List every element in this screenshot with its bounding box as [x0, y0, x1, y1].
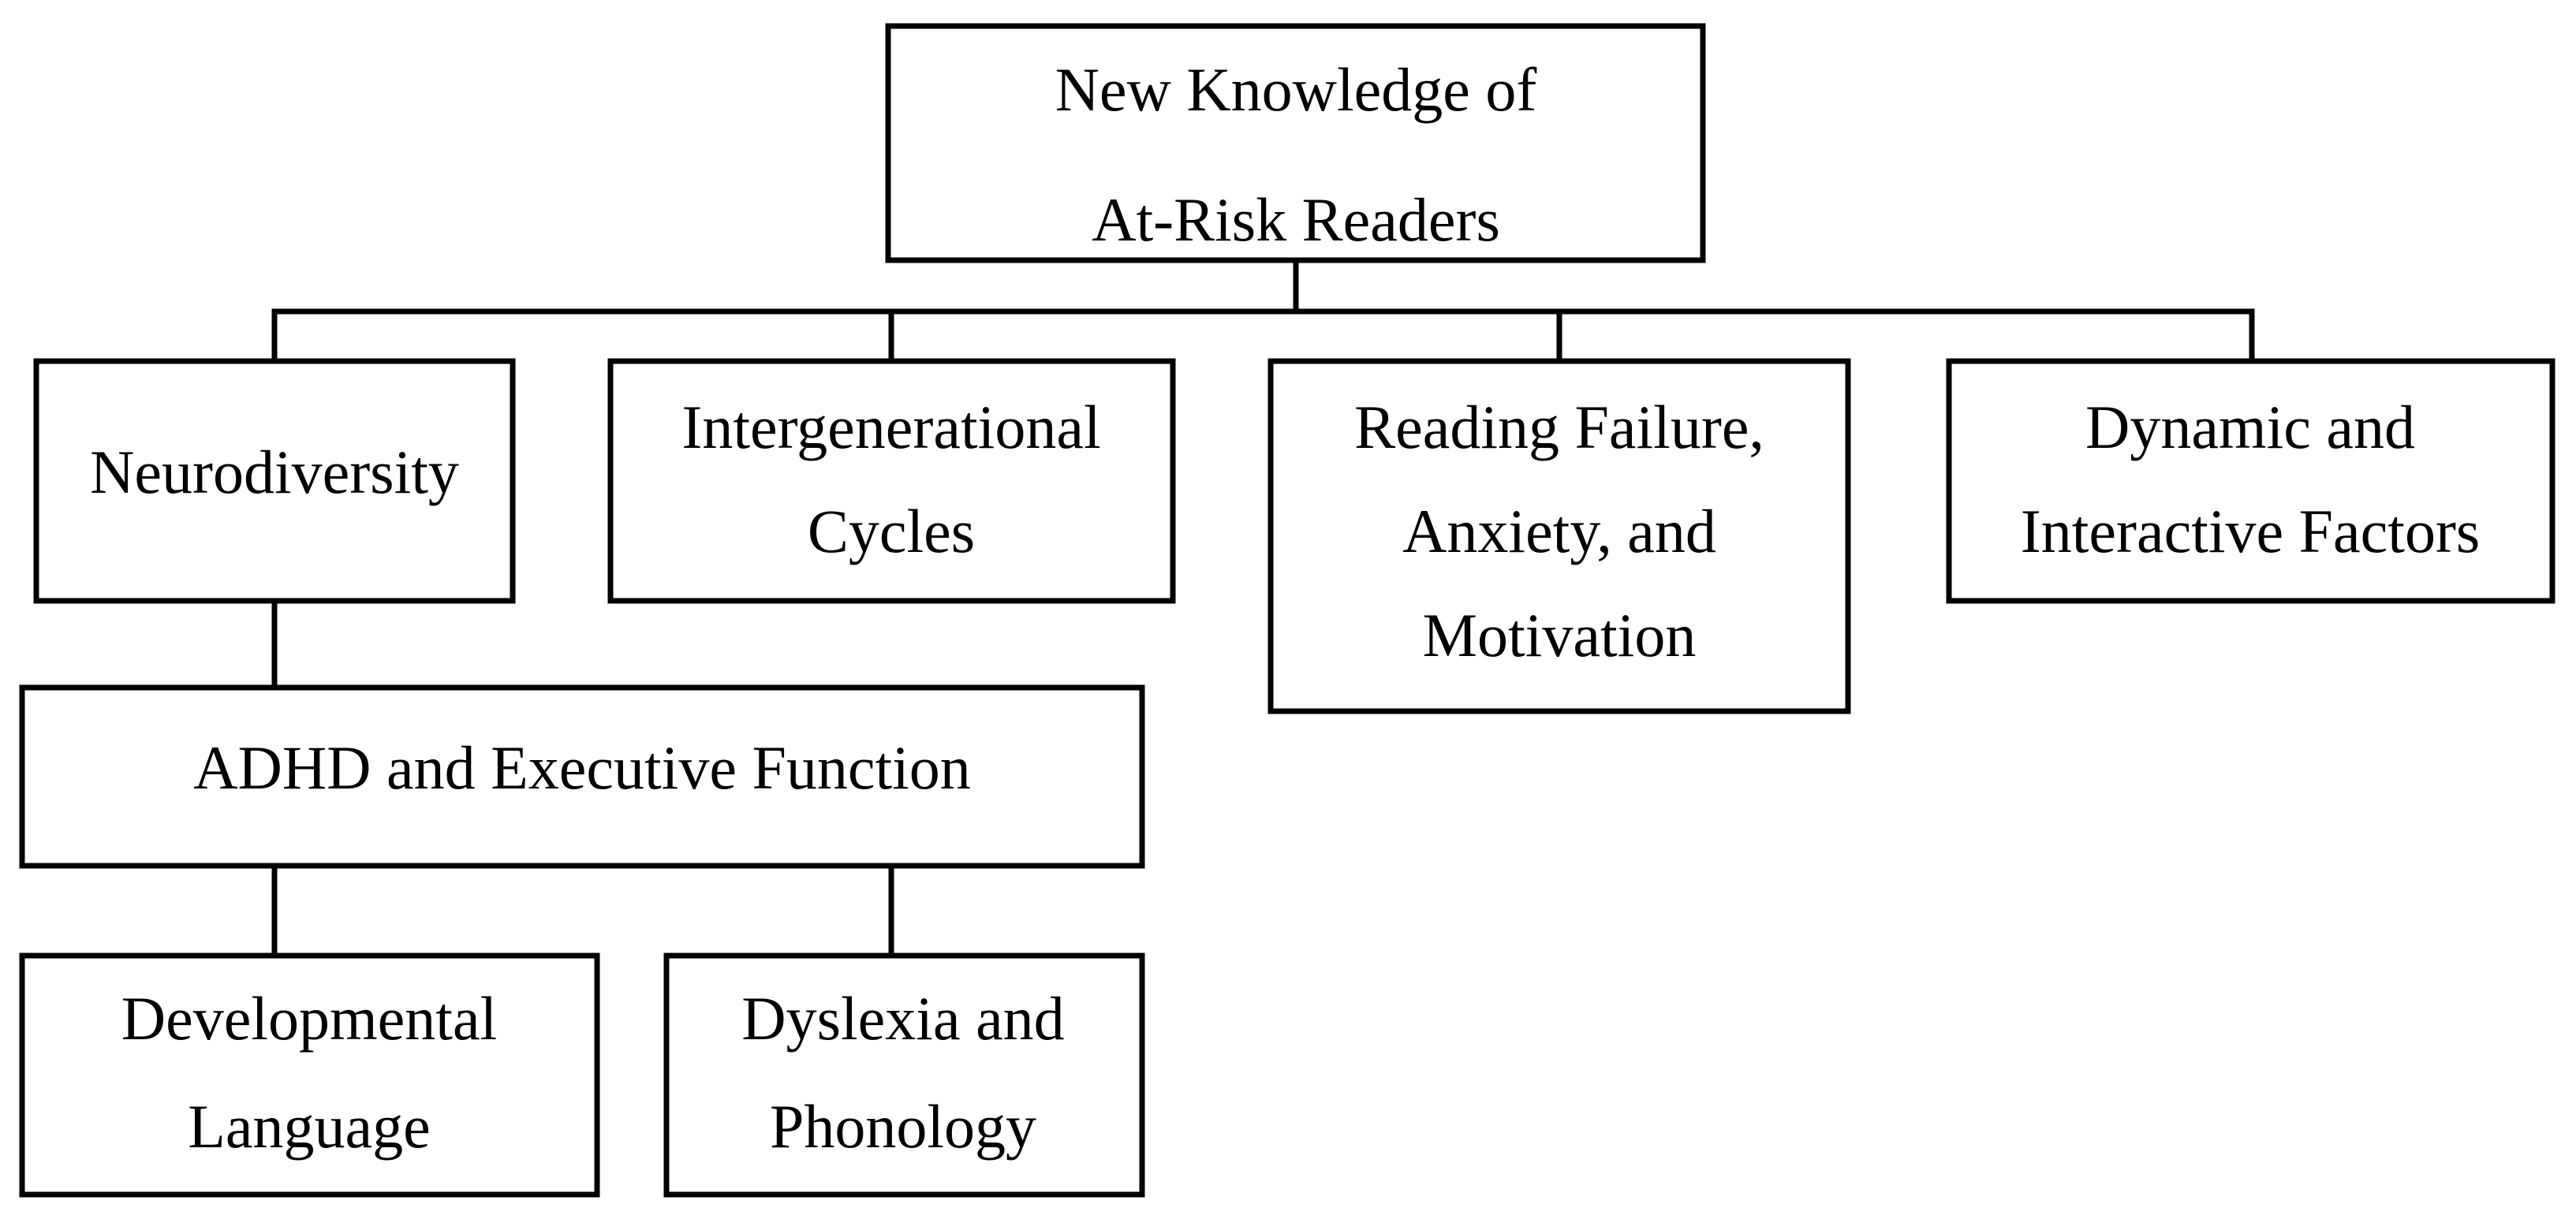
node-developmental-line-1: Developmental: [121, 984, 498, 1053]
node-dyslexia-line-2: Phonology: [770, 1092, 1036, 1161]
node-root-line-1: New Knowledge of: [1055, 55, 1537, 124]
node-intergenerational-cycles: Intergenerational Cycles: [607, 358, 1176, 604]
node-dynamic-line-2: Interactive Factors: [2021, 497, 2481, 565]
node-reading-failure-line-2: Anxiety, and: [1402, 497, 1716, 565]
node-neurodiversity-line-1: Neurodiversity: [90, 438, 459, 506]
node-intergenerational-line-1: Intergenerational: [681, 393, 1100, 461]
node-dyslexia-phonology: Dyslexia and Phonology: [663, 952, 1145, 1198]
node-reading-failure-box: [1267, 358, 1851, 714]
node-dyslexia-line-1: Dyslexia and: [741, 984, 1064, 1053]
node-developmental-language: Developmental Language: [19, 952, 600, 1198]
node-reading-failure-line-3: Motivation: [1423, 601, 1697, 669]
node-developmental-line-2: Language: [188, 1092, 431, 1161]
node-root-line-2: At-Risk Readers: [1092, 185, 1500, 254]
node-dyslexia-box: [663, 952, 1145, 1198]
connector-lines: [271, 257, 2255, 959]
node-intergenerational-line-2: Cycles: [808, 497, 975, 565]
node-developmental-box: [19, 952, 600, 1198]
node-adhd-executive-function: ADHD and Executive Function: [19, 684, 1145, 869]
node-neurodiversity-box: [33, 358, 516, 604]
node-root-box: [885, 23, 1706, 263]
node-dynamic-box: [1946, 358, 2555, 604]
node-dynamic-interactive: Dynamic and Interactive Factors: [1946, 358, 2555, 604]
node-intergenerational-box: [607, 358, 1176, 604]
node-reading-failure: Reading Failure, Anxiety, and Motivation: [1267, 358, 1851, 714]
node-adhd-box: [19, 684, 1145, 869]
node-root: New Knowledge of At-Risk Readers: [885, 23, 1706, 263]
node-adhd-line-1: ADHD and Executive Function: [193, 733, 971, 802]
node-dynamic-line-1: Dynamic and: [2085, 393, 2415, 461]
node-neurodiversity: Neurodiversity: [33, 358, 516, 604]
node-reading-failure-line-1: Reading Failure,: [1354, 393, 1764, 461]
